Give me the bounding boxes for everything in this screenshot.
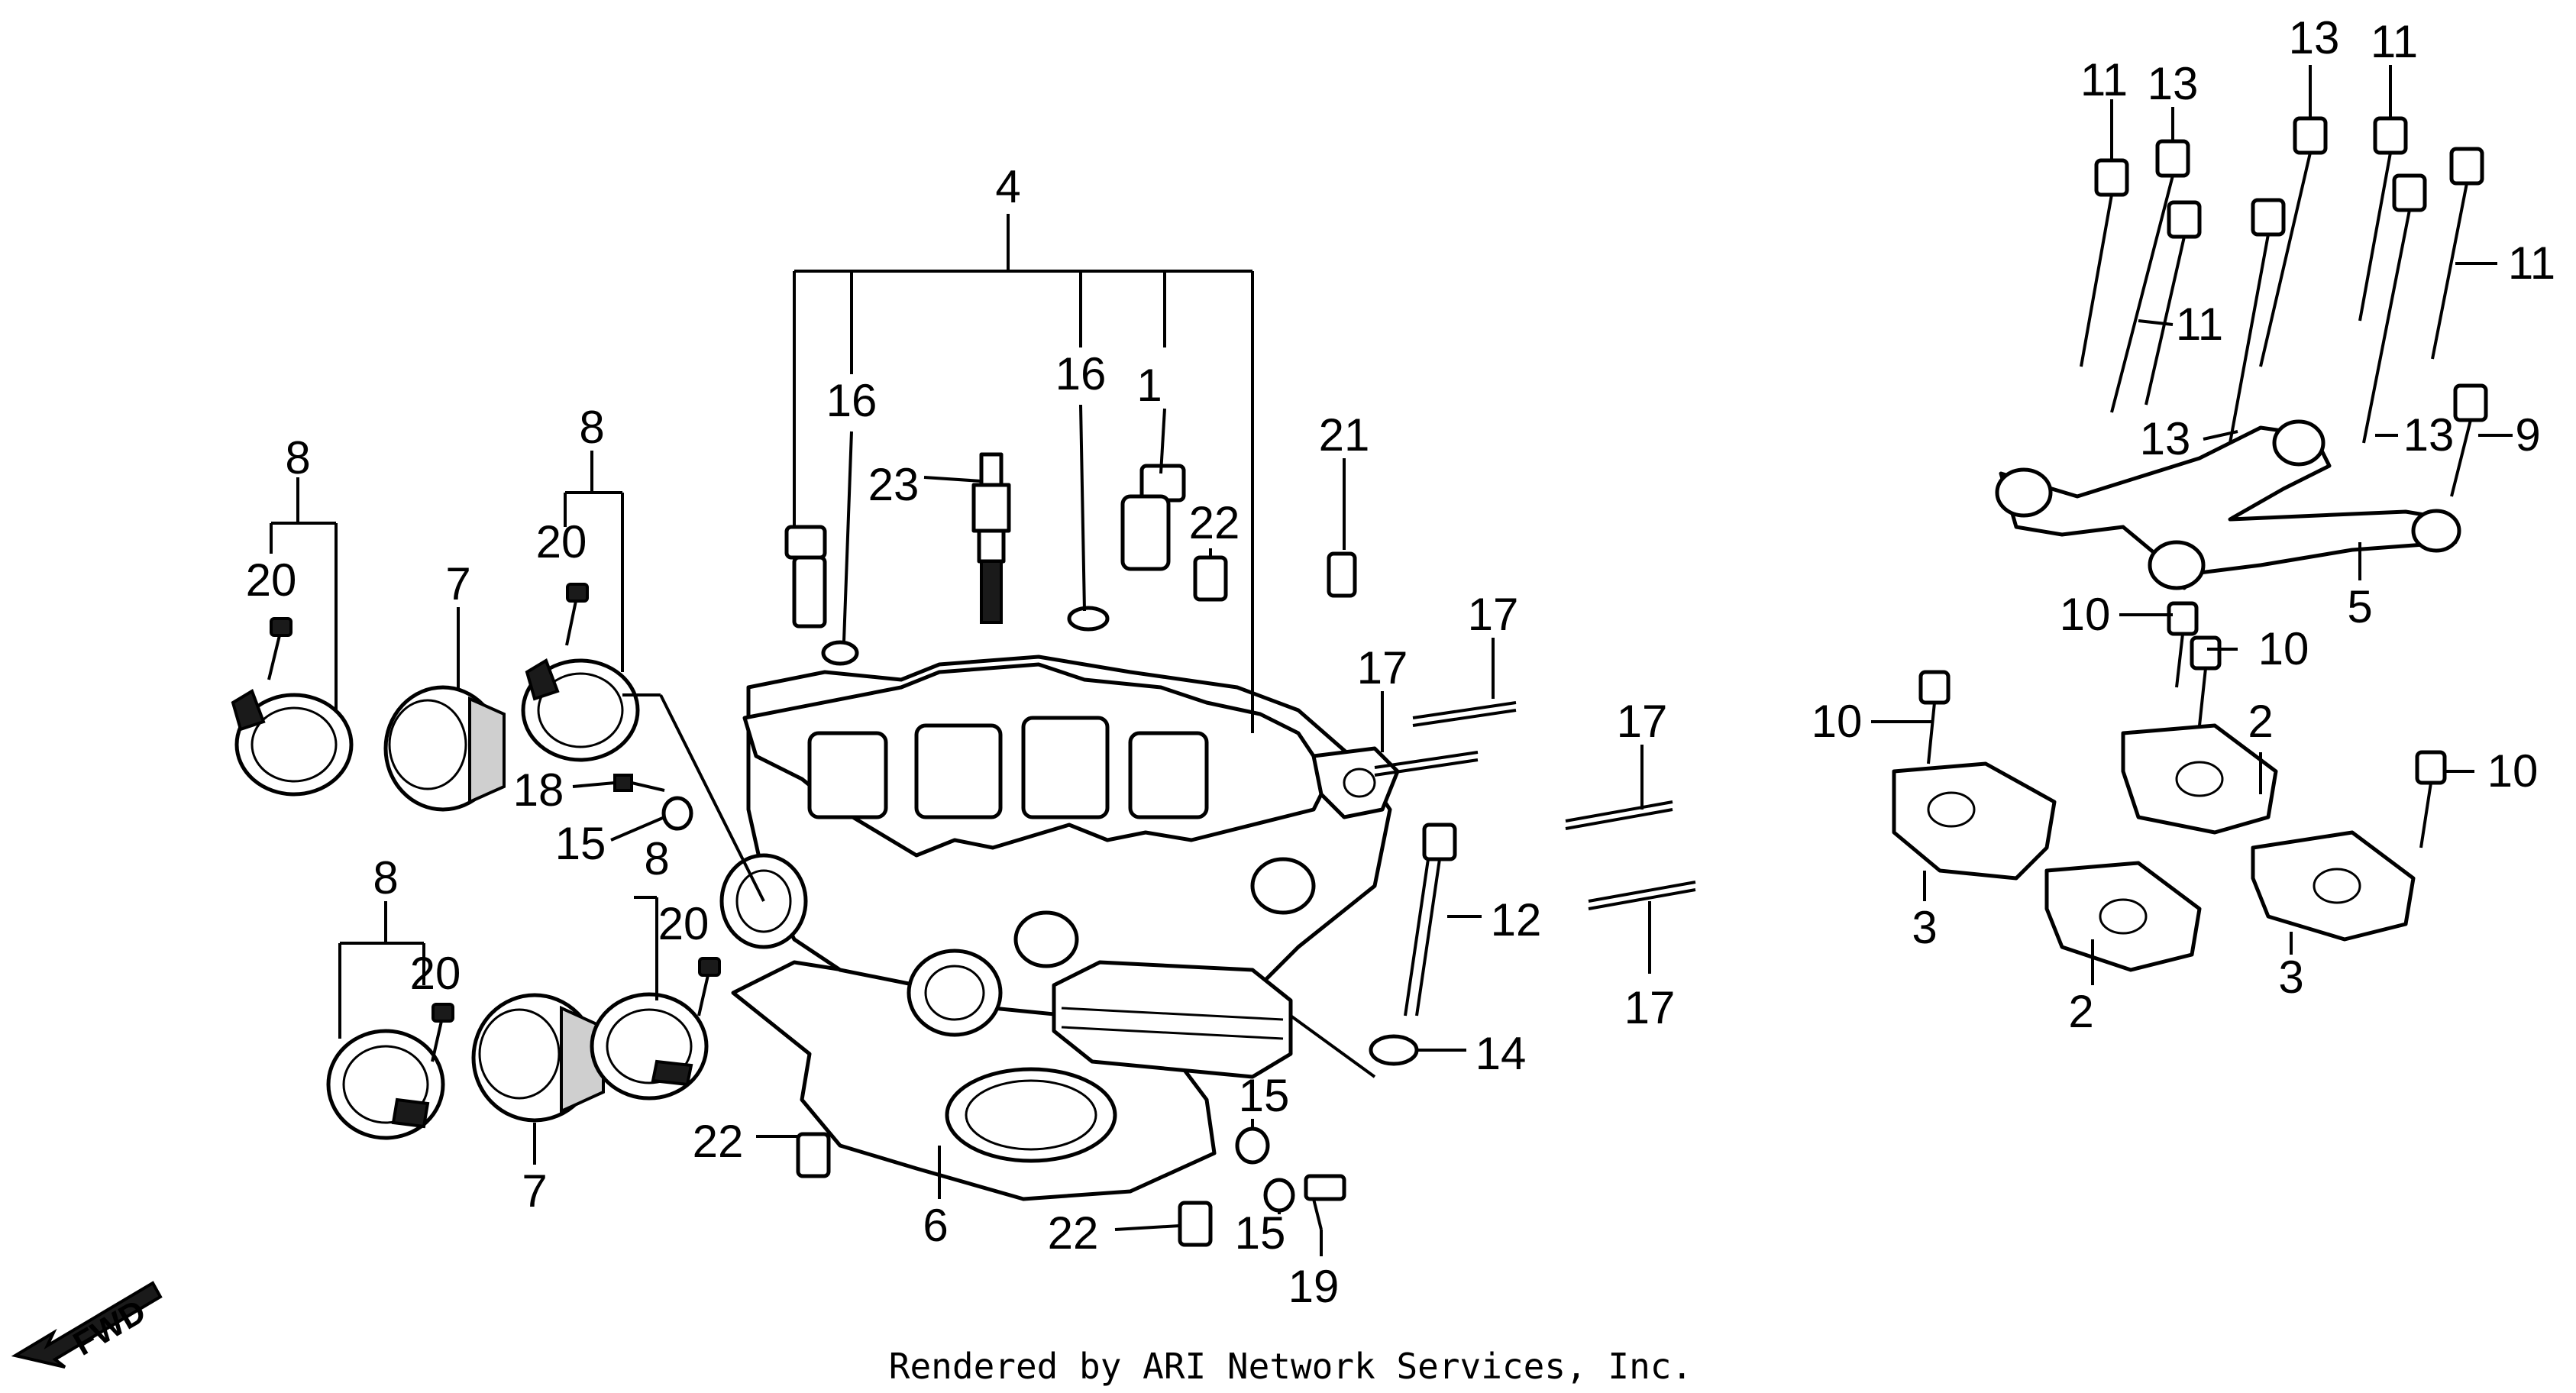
studs bbox=[1374, 701, 1696, 910]
callout-11: 11 bbox=[2080, 54, 2128, 105]
cam-holder bbox=[1995, 419, 2461, 590]
callout-4: 4 bbox=[995, 161, 1020, 212]
callout-10: 10 bbox=[2487, 745, 2539, 797]
callout-23: 23 bbox=[868, 459, 920, 510]
callout-16: 16 bbox=[826, 375, 878, 426]
callout-5: 5 bbox=[2347, 581, 2372, 632]
callout-13: 13 bbox=[2140, 413, 2191, 464]
callout-10: 10 bbox=[2258, 623, 2309, 674]
callout-17: 17 bbox=[1357, 642, 1408, 693]
callout-8: 8 bbox=[579, 402, 604, 453]
callout-22: 22 bbox=[693, 1116, 744, 1167]
fwd-label: FWD bbox=[67, 1292, 152, 1363]
callout-22: 22 bbox=[1189, 497, 1240, 548]
callout-2: 2 bbox=[2068, 986, 2093, 1037]
callout-16: 16 bbox=[1055, 348, 1107, 399]
valve-adjuster-cap-right bbox=[1120, 464, 1186, 571]
callout-17: 17 bbox=[1617, 696, 1668, 747]
clamp-upper-left bbox=[231, 689, 354, 797]
short-bolts bbox=[1918, 601, 2447, 848]
credit-text: Rendered by ARI Network Services, Inc. bbox=[889, 1346, 1692, 1387]
callout-11: 11 bbox=[2508, 238, 2555, 289]
callout-21: 21 bbox=[1319, 409, 1370, 461]
callout-19: 19 bbox=[1288, 1261, 1340, 1312]
callout-7: 7 bbox=[445, 558, 470, 609]
callout-9: 9 bbox=[2515, 409, 2540, 461]
callout-20: 20 bbox=[410, 948, 461, 999]
callout-13: 13 bbox=[2403, 409, 2455, 461]
callout-10: 10 bbox=[2060, 589, 2111, 640]
callout-15: 15 bbox=[1239, 1070, 1290, 1121]
callout-labels: 1 4 16 16 23 22 21 8 8 8 8 20 20 20 20 7… bbox=[246, 12, 2556, 1312]
callout-8: 8 bbox=[285, 432, 310, 483]
callout-7: 7 bbox=[522, 1165, 547, 1217]
cylinder-head bbox=[719, 654, 1400, 1201]
head-bolt bbox=[1369, 823, 1457, 1066]
callout-14: 14 bbox=[1475, 1028, 1527, 1079]
long-bolts bbox=[2080, 116, 2488, 497]
insulator-upper-left bbox=[383, 685, 506, 812]
callout-15: 15 bbox=[555, 818, 606, 869]
callout-8: 8 bbox=[373, 852, 398, 903]
callout-6: 6 bbox=[923, 1200, 948, 1251]
callout-22: 22 bbox=[1048, 1207, 1099, 1259]
clamp-lower-left bbox=[326, 1029, 445, 1140]
callout-3: 3 bbox=[1912, 902, 1937, 953]
callout-20: 20 bbox=[536, 516, 587, 567]
insulator-lower-left bbox=[471, 993, 605, 1123]
callout-15: 15 bbox=[1235, 1207, 1286, 1259]
callout-12: 12 bbox=[1491, 894, 1542, 945]
callout-18: 18 bbox=[513, 764, 564, 816]
fwd-arrow: FWD bbox=[11, 1281, 163, 1369]
washers-bolts-lower bbox=[613, 774, 1346, 1230]
o-rings bbox=[821, 606, 1110, 666]
dowel-pins bbox=[796, 551, 1357, 1247]
callout-11: 11 bbox=[2371, 16, 2418, 67]
leader-lines bbox=[270, 65, 2513, 1256]
callout-17: 17 bbox=[1468, 589, 1519, 640]
clamp-mid-left bbox=[521, 658, 640, 762]
valve-adjuster-cap-left bbox=[784, 525, 827, 629]
callout-20: 20 bbox=[658, 898, 709, 949]
callout-11: 11 bbox=[2176, 299, 2223, 350]
callout-10: 10 bbox=[1812, 696, 1863, 747]
callout-17: 17 bbox=[1624, 982, 1676, 1033]
callout-3: 3 bbox=[2278, 952, 2303, 1003]
rocker-brackets bbox=[1892, 723, 2416, 972]
spark-plug bbox=[971, 452, 1011, 624]
clamp-lower-mid bbox=[590, 992, 709, 1101]
callout-8: 8 bbox=[644, 833, 669, 884]
callout-1: 1 bbox=[1136, 360, 1162, 411]
clamp-screws bbox=[267, 583, 721, 1062]
callout-13: 13 bbox=[2289, 12, 2340, 63]
callout-20: 20 bbox=[246, 554, 297, 606]
callout-13: 13 bbox=[2148, 58, 2199, 109]
callout-2: 2 bbox=[2248, 696, 2273, 747]
